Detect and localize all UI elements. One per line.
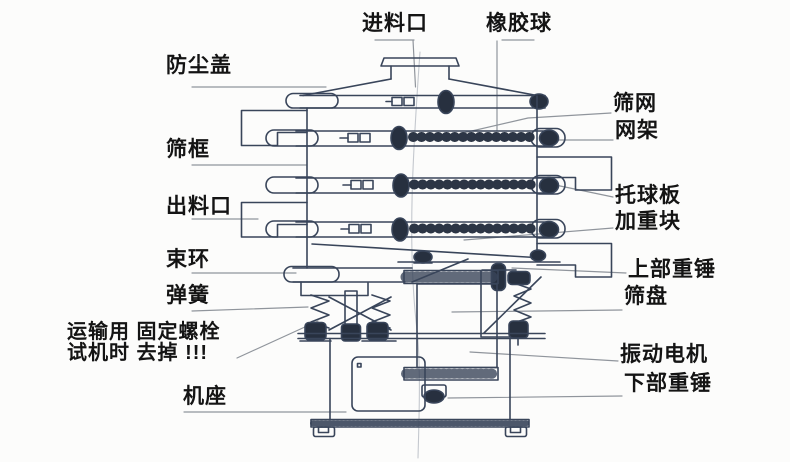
label-spring: 弹簧 xyxy=(166,284,210,307)
label-weight-block: 加重块 xyxy=(615,210,681,233)
label-sieve-pan: 筛盘 xyxy=(624,285,668,308)
right-duct-upper xyxy=(536,156,613,191)
label-transport-bolt-line1: 运输用 固定螺栓 xyxy=(67,321,221,343)
label-vibration-motor: 振动电机 xyxy=(620,343,708,366)
label-machine-base: 机座 xyxy=(183,385,227,408)
label-feed-inlet: 进料口 xyxy=(362,12,428,35)
label-sieve-mesh: 筛网 xyxy=(613,92,657,115)
feed-inlet-part xyxy=(380,57,460,80)
label-transport-bolt-line2: 试机时 去掉 !!! xyxy=(67,342,209,364)
label-discharge-outlet: 出料口 xyxy=(166,195,232,218)
base-ring xyxy=(297,332,546,340)
left-spring-assembly xyxy=(299,290,397,342)
label-sieve-frame: 筛框 xyxy=(166,138,210,161)
dust-cover-part xyxy=(302,78,538,97)
sieve-deck-2 xyxy=(265,173,566,198)
right-duct-lower xyxy=(536,242,613,278)
label-ball-tray: 托球板 xyxy=(615,184,681,207)
label-clamp-ring: 束环 xyxy=(166,248,210,271)
label-upper-weight: 上部重锤 xyxy=(628,258,716,281)
discharge-duct-upper xyxy=(240,109,308,147)
top-clamp-band xyxy=(285,89,549,115)
machine-base-part xyxy=(310,337,530,438)
label-mesh-frame: 网架 xyxy=(615,119,659,142)
label-rubber-ball: 橡胶球 xyxy=(486,12,552,35)
discharge-duct-lower xyxy=(240,201,308,238)
sieve-deck-3 xyxy=(265,217,566,242)
label-transport-bolt: 运输用 固定螺栓 试机时 去掉 !!! xyxy=(67,322,221,364)
label-dust-cover: 防尘盖 xyxy=(166,54,232,77)
label-lower-weight: 下部重锤 xyxy=(624,372,712,395)
sieve-deck-1 xyxy=(265,125,566,151)
